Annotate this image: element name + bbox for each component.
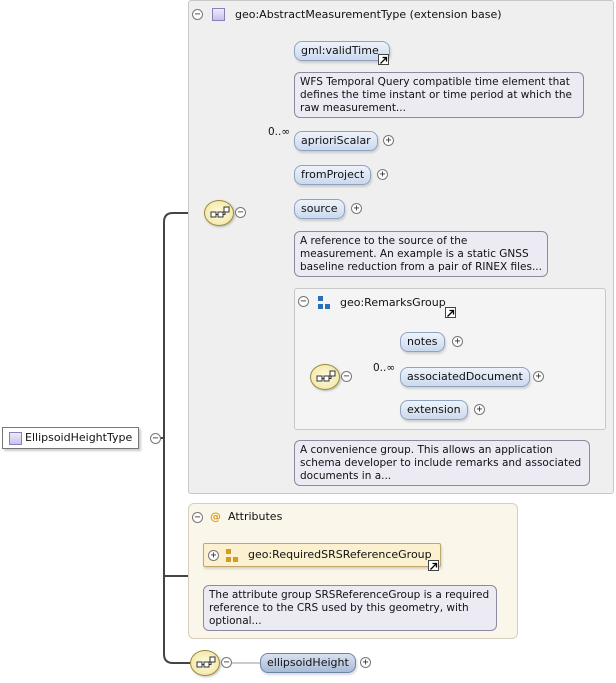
remarks-group-title: geo:RemarksGroup	[340, 296, 446, 309]
expand-icon[interactable]: +	[208, 550, 219, 561]
element-extension[interactable]: extension	[400, 400, 468, 420]
expand-icon[interactable]: +	[377, 169, 388, 180]
element-label: notes	[407, 335, 438, 348]
element-ellipsoidheight[interactable]: ellipsoidHeight	[260, 653, 356, 673]
extension-collapse-icon[interactable]: −	[192, 9, 203, 20]
expand-icon[interactable]: +	[452, 336, 463, 347]
sequence-icon[interactable]	[190, 650, 220, 676]
element-label: associatedDocument	[407, 370, 523, 383]
documentation-remarks-group: A convenience group. This allows an appl…	[294, 440, 590, 486]
attribute-group-icon	[226, 549, 240, 563]
element-label: aprioriScalar	[301, 134, 371, 147]
element-fromproject[interactable]: fromProject	[294, 165, 372, 185]
complex-type-icon	[9, 432, 22, 445]
expand-icon[interactable]: +	[383, 135, 394, 146]
element-source[interactable]: source	[294, 199, 345, 219]
root-type-box[interactable]: EllipsoidHeightType	[2, 427, 140, 449]
documentation-source: A reference to the source of the measure…	[294, 231, 548, 277]
element-notes[interactable]: notes	[400, 332, 445, 352]
element-label: extension	[407, 403, 461, 416]
extension-panel-title: geo:AbstractMeasurementType (extension b…	[235, 8, 502, 21]
element-gml-validtime[interactable]: gml:validTime	[294, 41, 390, 61]
complex-type-icon	[212, 8, 225, 21]
occurrence-label: 0..∞	[373, 362, 396, 374]
documentation-validtime: WFS Temporal Query compatible time eleme…	[294, 72, 584, 118]
sequence-collapse-icon[interactable]: −	[221, 657, 232, 668]
occurrence-label: 0..∞	[268, 126, 291, 138]
external-link-icon[interactable]	[445, 307, 456, 318]
external-link-icon[interactable]	[378, 54, 389, 65]
expand-icon[interactable]: +	[533, 371, 544, 382]
expand-icon[interactable]: +	[360, 657, 371, 668]
attributes-at-symbol: @	[210, 510, 221, 523]
element-aprioriscalar[interactable]: aprioriScalar	[294, 131, 378, 151]
group-icon	[318, 296, 332, 310]
sequence-icon[interactable]	[310, 364, 340, 390]
sequence-collapse-icon[interactable]: −	[341, 371, 352, 382]
root-collapse-icon[interactable]: −	[150, 433, 161, 444]
attribute-group-box[interactable]: + geo:RequiredSRSReferenceGroup	[203, 543, 441, 567]
attribute-group-label: geo:RequiredSRSReferenceGroup	[248, 548, 432, 561]
attributes-collapse-icon[interactable]: −	[192, 512, 203, 523]
sequence-collapse-icon[interactable]: −	[235, 207, 246, 218]
sequence-icon[interactable]	[204, 200, 234, 226]
element-label: fromProject	[301, 168, 365, 181]
element-label: source	[301, 202, 338, 215]
element-associateddocument[interactable]: associatedDocument	[400, 367, 530, 387]
documentation-attribute-group: The attribute group SRSReferenceGroup is…	[203, 585, 497, 631]
remarks-group-collapse-icon[interactable]: −	[298, 296, 309, 307]
attributes-panel-title: Attributes	[228, 510, 283, 523]
external-link-icon[interactable]	[428, 560, 439, 571]
element-label: ellipsoidHeight	[267, 656, 349, 669]
root-type-label: EllipsoidHeightType	[25, 431, 133, 444]
expand-icon[interactable]: +	[474, 404, 485, 415]
element-label: gml:validTime	[301, 44, 379, 57]
expand-icon[interactable]: +	[351, 203, 362, 214]
